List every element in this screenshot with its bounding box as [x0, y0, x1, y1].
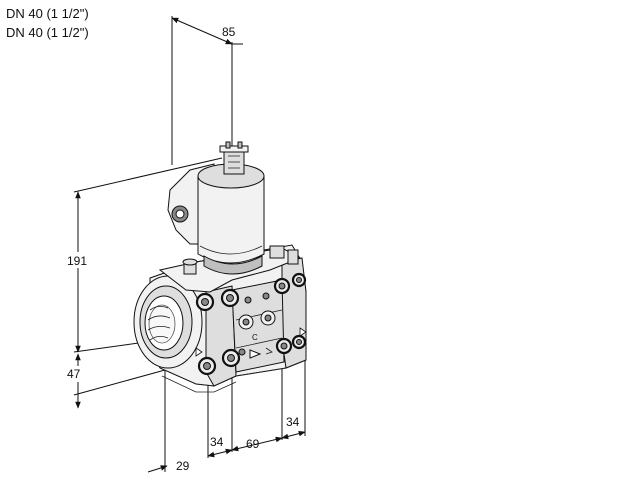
dimension-69: 69 — [231, 365, 283, 452]
dim-text-47: 47 — [67, 367, 81, 381]
small-screw — [238, 348, 246, 356]
dimension-29: 29 — [147, 370, 190, 473]
dimension-34-left: 34 — [207, 374, 233, 458]
dim-text-191: 191 — [67, 254, 87, 268]
dimension-191: 191 — [64, 157, 223, 353]
dimension-85: 85 — [171, 16, 243, 165]
nominal-size-label: DN 40 (1 1/2") — [6, 6, 89, 21]
dimension-34-right: 34 — [281, 360, 306, 440]
small-screw — [244, 296, 252, 304]
nominal-size-label-secondary: DN 40 (1 1/2") — [6, 25, 89, 40]
solenoid-coil — [197, 163, 265, 275]
dim-text-29: 29 — [176, 459, 190, 473]
center-strip — [231, 279, 285, 373]
coil-connector — [219, 141, 249, 175]
dim-text-69: 69 — [246, 437, 260, 451]
dim-text-85: 85 — [222, 25, 236, 39]
dim-text-34-left: 34 — [210, 435, 224, 449]
inlet-port — [133, 275, 203, 369]
dim-text-34-right: 34 — [286, 415, 300, 429]
small-screw — [262, 292, 270, 300]
flow-direction-arrow — [249, 349, 262, 359]
valve-assembly: C — [133, 141, 307, 393]
valve-mark-text: C — [252, 333, 258, 342]
